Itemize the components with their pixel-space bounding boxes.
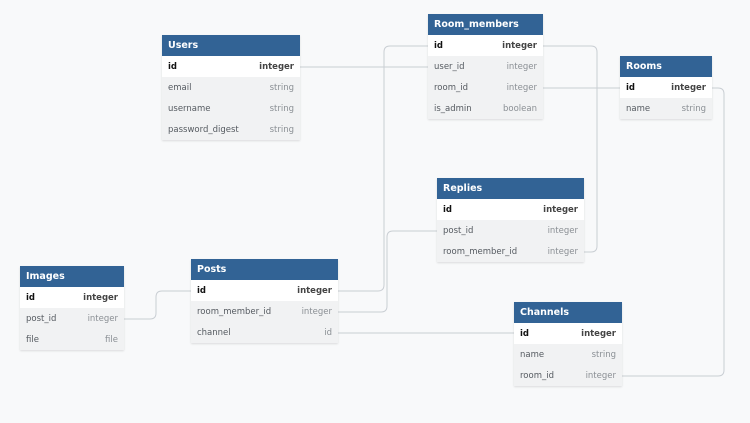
column-type: integer [87, 313, 118, 324]
table-header-room-members[interactable]: Room_members [428, 14, 543, 35]
table-row[interactable]: room_id integer [428, 77, 543, 98]
column-name: name [626, 103, 651, 114]
column-type: integer [502, 40, 537, 51]
column-type: integer [547, 225, 578, 236]
column-name: name [520, 349, 545, 360]
table-row[interactable]: id integer [514, 323, 622, 344]
column-type: integer [585, 370, 616, 381]
table-header-users[interactable]: Users [162, 35, 300, 56]
column-name: is_admin [434, 103, 472, 114]
column-type: integer [301, 306, 332, 317]
table-row[interactable]: post_id integer [437, 220, 584, 241]
column-type: string [269, 82, 294, 93]
column-type: boolean [503, 103, 537, 114]
table-channels[interactable]: Channels id integer name string room_id … [514, 302, 622, 386]
table-row[interactable]: password_digest string [162, 119, 300, 140]
column-type: integer [297, 285, 332, 296]
column-name: id [197, 285, 206, 296]
table-header-rooms[interactable]: Rooms [620, 56, 712, 77]
table-rooms[interactable]: Rooms id integer name string [620, 56, 712, 119]
column-name: username [168, 103, 211, 114]
column-type: integer [547, 246, 578, 257]
table-row[interactable]: id integer [428, 35, 543, 56]
column-name: post_id [26, 313, 57, 324]
table-header-replies[interactable]: Replies [437, 178, 584, 199]
column-name: channel [197, 327, 231, 338]
table-header-posts[interactable]: Posts [191, 259, 338, 280]
column-name: id [434, 40, 443, 51]
column-name: id [520, 328, 529, 339]
column-name: file [26, 334, 39, 345]
table-row[interactable]: id integer [191, 280, 338, 301]
table-room-members[interactable]: Room_members id integer user_id integer … [428, 14, 543, 119]
table-row[interactable]: file file [20, 329, 124, 350]
column-name: user_id [434, 61, 465, 72]
column-name: id [626, 82, 635, 93]
table-row[interactable]: id integer [162, 56, 300, 77]
relation-channels-room-id-rooms-id [622, 87, 725, 377]
table-row[interactable]: name string [514, 344, 622, 365]
table-header-channels[interactable]: Channels [514, 302, 622, 323]
column-name: email [168, 82, 192, 93]
column-type: string [269, 103, 294, 114]
column-type: integer [83, 292, 118, 303]
table-row[interactable]: name string [620, 98, 712, 119]
table-header-images[interactable]: Images [20, 266, 124, 287]
column-type: integer [506, 61, 537, 72]
column-type: string [591, 349, 616, 360]
column-type: integer [543, 204, 578, 215]
table-row[interactable]: username string [162, 98, 300, 119]
table-images[interactable]: Images id integer post_id integer file f… [20, 266, 124, 350]
column-type: string [269, 124, 294, 135]
table-row[interactable]: id integer [620, 77, 712, 98]
column-type: integer [581, 328, 616, 339]
column-name: id [443, 204, 452, 215]
column-name: room_id [520, 370, 554, 381]
column-name: id [26, 292, 35, 303]
table-row[interactable]: email string [162, 77, 300, 98]
table-users[interactable]: Users id integer email string username s… [162, 35, 300, 140]
column-type: integer [259, 61, 294, 72]
column-name: post_id [443, 225, 474, 236]
table-row[interactable]: room_member_id integer [191, 301, 338, 322]
column-type: integer [506, 82, 537, 93]
column-type: integer [671, 82, 706, 93]
table-posts[interactable]: Posts id integer room_member_id integer … [191, 259, 338, 343]
table-row[interactable]: user_id integer [428, 56, 543, 77]
relation-images-post-id-posts-id [124, 290, 191, 320]
table-row[interactable]: is_admin boolean [428, 98, 543, 119]
table-replies[interactable]: Replies id integer post_id integer room_… [437, 178, 584, 262]
column-type: file [105, 334, 118, 345]
table-row[interactable]: id integer [20, 287, 124, 308]
table-row[interactable]: room_id integer [514, 365, 622, 386]
relation-posts-id-replies-post-id [338, 230, 437, 313]
column-name: room_member_id [197, 306, 272, 317]
table-row[interactable]: room_member_id integer [437, 241, 584, 262]
table-row[interactable]: id integer [437, 199, 584, 220]
column-name: room_id [434, 82, 468, 93]
table-row[interactable]: post_id integer [20, 308, 124, 329]
column-type: id [324, 327, 332, 338]
column-name: room_member_id [443, 246, 518, 257]
table-row[interactable]: channel id [191, 322, 338, 343]
column-name: id [168, 61, 177, 72]
column-type: string [681, 103, 706, 114]
column-name: password_digest [168, 124, 239, 135]
relation-posts-id-room-members-id [338, 45, 428, 292]
